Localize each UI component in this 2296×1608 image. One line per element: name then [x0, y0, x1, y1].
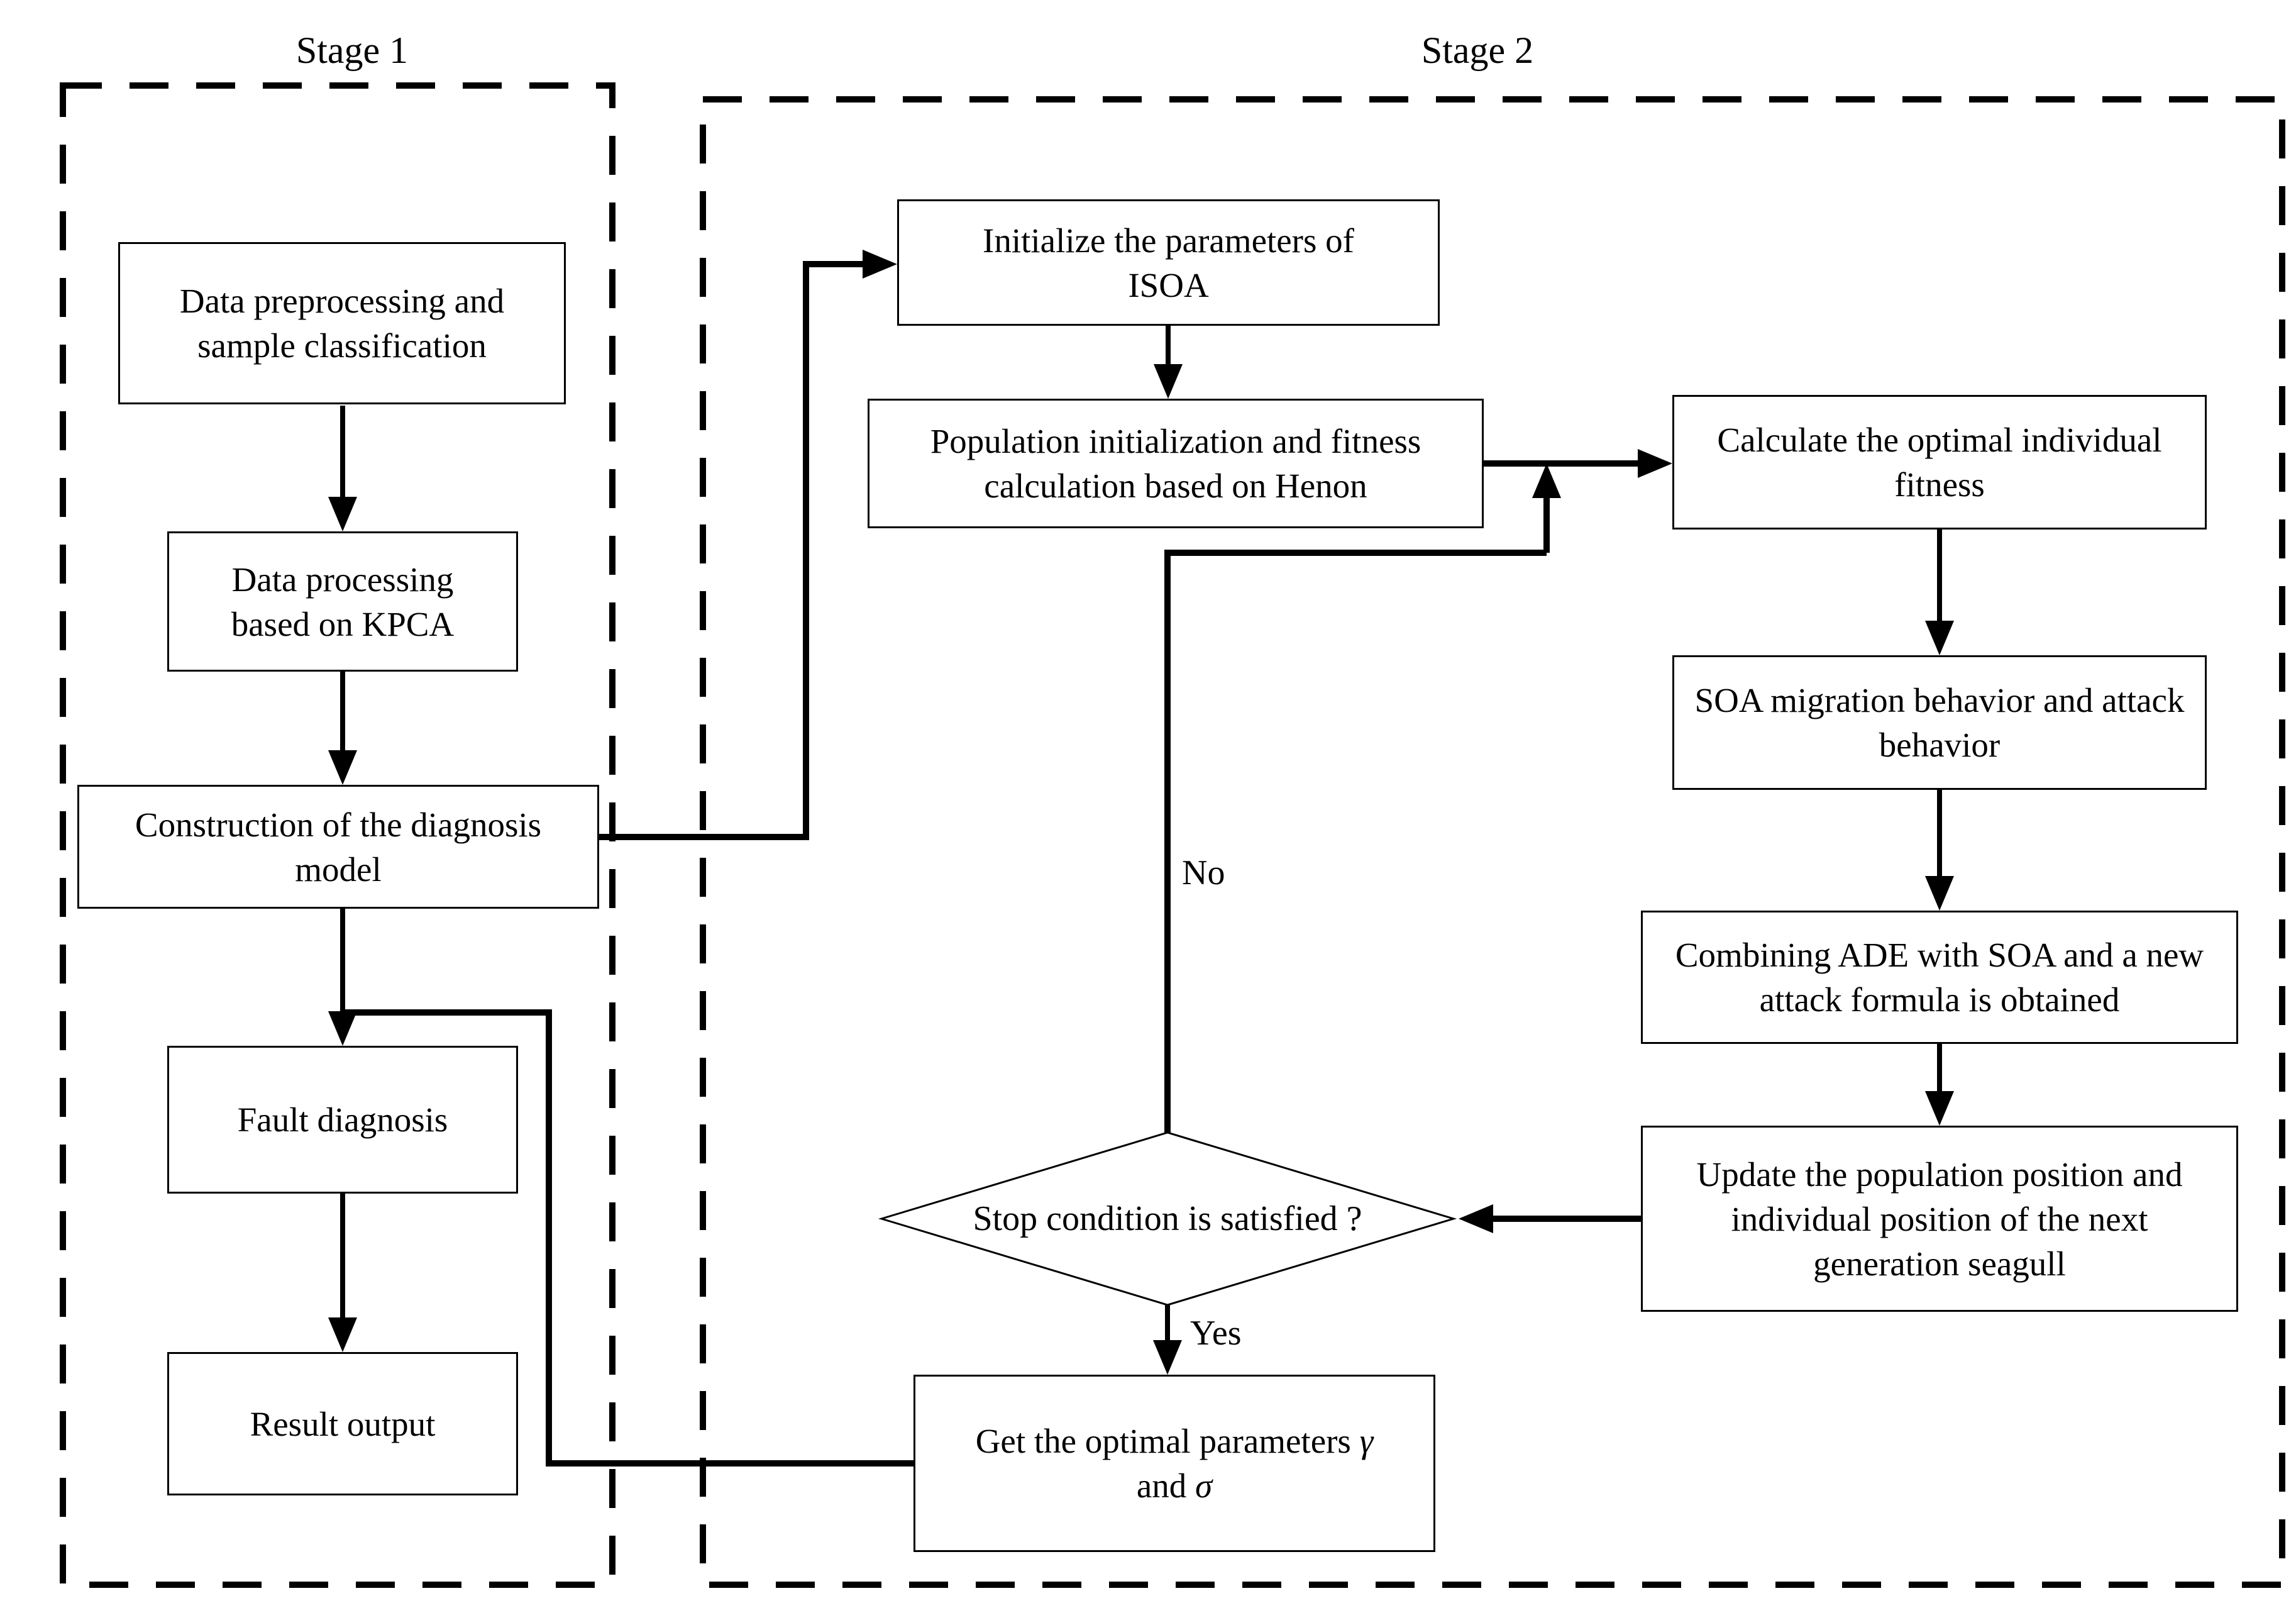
optimal-prefix-text: Get the optimal parameters	[975, 1422, 1351, 1460]
arrow-init-to-population-head	[1154, 364, 1183, 399]
box-data-preprocessing: Data preprocessing and sample classifica…	[118, 242, 566, 404]
box-population-init-line2: calculation based on Henon	[984, 467, 1367, 505]
box-calculate-fitness: Calculate the optimal individual fitness	[1672, 395, 2207, 530]
box-initialize-isoa-line1: Initialize the parameters of	[983, 221, 1354, 260]
arrow-yes-head	[1153, 1340, 1182, 1375]
box-soa-behavior-line2: behavior	[1879, 726, 2001, 764]
box-fault-diagnosis-line1: Fault diagnosis	[237, 1101, 448, 1139]
arrow-update-to-decision-head	[1459, 1204, 1493, 1233]
box-result-output: Result output	[167, 1352, 518, 1495]
box-fault-diagnosis: Fault diagnosis	[167, 1046, 518, 1194]
connector-no-loop-head	[1532, 463, 1561, 498]
connector-construction-to-init-head	[863, 250, 897, 279]
optimal-conj-text: and	[1136, 1467, 1187, 1505]
box-data-preprocessing-line1: Data preprocessing and	[179, 282, 505, 320]
box-update-position: Update the population position and indiv…	[1641, 1126, 2238, 1312]
box-initialize-isoa-line2: ISOA	[1128, 265, 1209, 304]
box-kpca: Data processing based on KPCA	[167, 531, 518, 672]
box-population-init: Population initialization and fitness ca…	[868, 399, 1484, 528]
box-population-init-line1: Population initialization and fitness	[930, 422, 1421, 460]
box-kpca-line2: based on KPCA	[231, 604, 455, 643]
box-initialize-isoa: Initialize the parameters of ISOA	[897, 199, 1440, 326]
box-calculate-fitness-line1: Calculate the optimal individual	[1717, 421, 2162, 459]
arrow-construction-to-fault-head	[328, 1011, 357, 1046]
box-kpca-line1: Data processing	[231, 560, 454, 599]
box-get-optimal-parameters: Get the optimal parameters γ and σ	[913, 1375, 1435, 1552]
box-get-optimal-parameters-line1: Get the optimal parameters γ	[976, 1419, 1374, 1463]
edge-label-yes: Yes	[1190, 1314, 1242, 1353]
stage2-title: Stage 2	[1421, 30, 1534, 71]
box-update-position-line1: Update the population position and	[1696, 1155, 2183, 1194]
box-update-position-line2: individual position of the next	[1731, 1199, 2148, 1238]
box-combining-ade-line1: Combining ADE with SOA and a new	[1675, 936, 2204, 974]
box-soa-behavior-line1: SOA migration behavior and attack	[1694, 681, 2185, 719]
gamma-symbol: γ	[1359, 1422, 1374, 1460]
box-get-optimal-parameters-line2: and σ	[1137, 1463, 1212, 1508]
box-construction-line2: model	[295, 850, 382, 889]
arrow-population-to-fitness-head	[1638, 449, 1672, 478]
box-result-output-line1: Result output	[250, 1404, 436, 1443]
decision-diamond-shape	[878, 1131, 1457, 1306]
arrow-fitness-to-soa-head	[1925, 621, 1954, 655]
box-calculate-fitness-line2: fitness	[1894, 465, 1985, 504]
arrow-preprocess-to-kpca-head	[328, 497, 357, 531]
box-data-preprocessing-line2: sample classification	[197, 326, 487, 365]
stage1-title: Stage 1	[295, 30, 409, 71]
connector-construction-to-init-line	[599, 261, 866, 840]
arrow-soa-to-combine-head	[1925, 876, 1954, 911]
connector-no-loop-line	[1164, 550, 1547, 1133]
arrow-fault-to-result-head	[328, 1317, 357, 1352]
decision-diamond-label: Stop condition is satisfied ?	[973, 1199, 1362, 1238]
box-construction: Construction of the diagnosis model	[77, 785, 599, 909]
box-update-position-line3: generation seagull	[1813, 1244, 2066, 1283]
box-combining-ade: Combining ADE with SOA and a new attack …	[1641, 911, 2238, 1044]
sigma-symbol: σ	[1195, 1467, 1213, 1505]
edge-label-no: No	[1182, 853, 1225, 892]
arrow-kpca-to-construction-head	[328, 750, 357, 785]
arrow-combine-to-update-head	[1925, 1091, 1954, 1126]
box-soa-behavior: SOA migration behavior and attack behavi…	[1672, 655, 2207, 790]
box-construction-line1: Construction of the diagnosis	[135, 805, 542, 844]
box-combining-ade-line2: attack formula is obtained	[1759, 980, 2120, 1019]
connector-optimal-to-fault-line	[343, 1009, 913, 1467]
